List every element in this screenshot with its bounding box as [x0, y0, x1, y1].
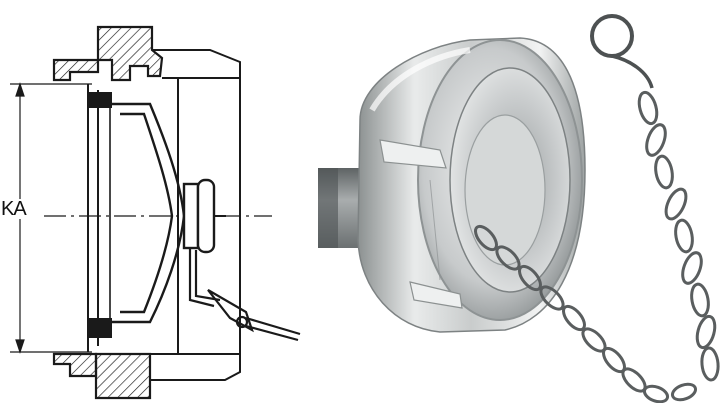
bottom-seal	[88, 318, 112, 338]
chain-icon	[474, 14, 720, 403]
bottom-flange	[52, 352, 241, 400]
center-knob	[182, 178, 226, 254]
chain-hook	[188, 248, 301, 342]
housing-outline	[87, 62, 241, 372]
cap-inner-dome	[464, 114, 546, 266]
cross-section-drawing	[10, 25, 301, 400]
lower-lug	[409, 281, 463, 309]
top-flange	[52, 25, 241, 82]
upper-lug	[379, 139, 447, 169]
dimension-label-ka: KA	[0, 198, 27, 220]
top-seal	[88, 92, 112, 108]
cap-dome	[109, 102, 186, 324]
